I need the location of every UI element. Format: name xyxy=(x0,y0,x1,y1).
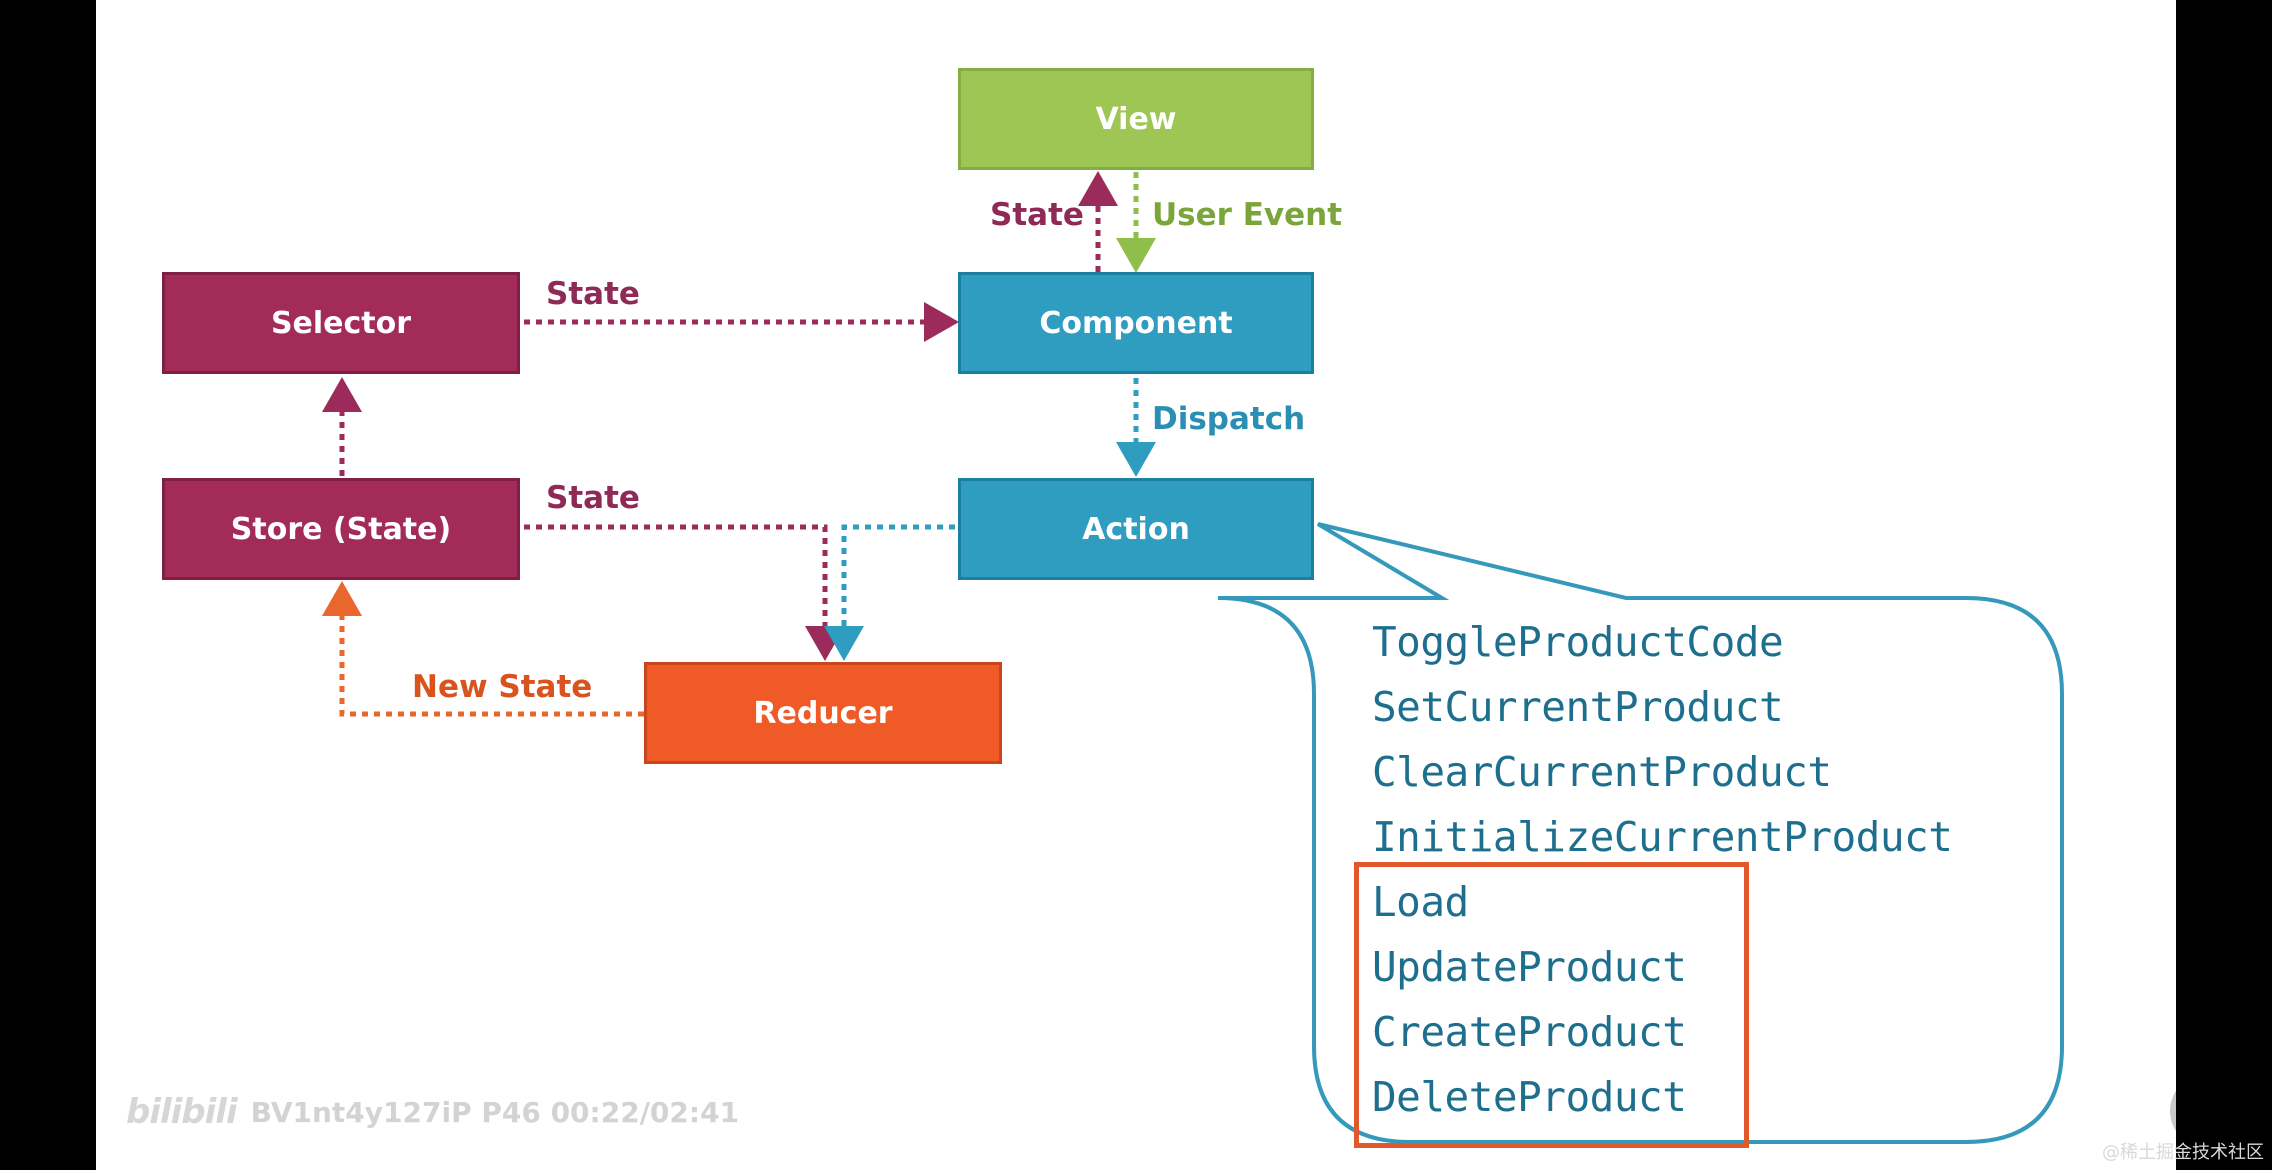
edge-label-new-state: New State xyxy=(412,669,593,705)
edge-label-dispatch: Dispatch xyxy=(1152,401,1306,437)
action-label: Action xyxy=(1082,511,1190,547)
action-item: InitializeCurrentProduct xyxy=(1372,813,1953,861)
edge-label-user-event: User Event xyxy=(1152,197,1343,233)
diagram-slide: View Component Selector Store (State) Ac… xyxy=(96,0,2176,1170)
play-button[interactable] xyxy=(2170,1074,2176,1148)
edge-label-state-to-view: State xyxy=(990,197,1084,233)
view-node: View xyxy=(958,68,1314,170)
actions-speech-bubble xyxy=(1217,522,2064,1144)
action-node: Action xyxy=(958,478,1314,580)
selector-label: Selector xyxy=(270,305,412,341)
action-item: ToggleProductCode xyxy=(1372,618,1784,666)
site-credit: @稀土掘金技术社区 xyxy=(2102,1142,2264,1163)
store-label: Store (State) xyxy=(230,511,452,547)
reducer-label: Reducer xyxy=(753,695,893,731)
component-node: Component xyxy=(958,272,1314,374)
action-item: ClearCurrentProduct xyxy=(1372,748,1832,796)
edge-store-to-reducer xyxy=(524,524,845,661)
edge-label-selector-state: State xyxy=(546,276,640,312)
video-watermark: bilibili BV1nt4y127iP P46 00:22/02:41 xyxy=(126,1092,739,1132)
highlight-box xyxy=(1354,862,1749,1148)
video-id-timestamp: BV1nt4y127iP P46 00:22/02:41 xyxy=(250,1095,740,1129)
edge-reducer-to-store xyxy=(322,581,644,717)
action-item: UpdateProduct xyxy=(1372,943,1687,991)
view-label: View xyxy=(1095,101,1177,137)
reducer-node: Reducer xyxy=(644,662,1002,764)
edge-action-to-reducer xyxy=(824,524,955,661)
action-item: SetCurrentProduct xyxy=(1372,683,1784,731)
selector-node: Selector xyxy=(162,272,520,374)
action-item: CreateProduct xyxy=(1372,1008,1687,1056)
store-node: Store (State) xyxy=(162,478,520,580)
diagram-edges xyxy=(322,171,2064,1144)
bilibili-logo: bilibili xyxy=(126,1092,238,1132)
component-label: Component xyxy=(1039,305,1233,341)
edge-label-store-state: State xyxy=(546,480,640,516)
action-item: DeleteProduct xyxy=(1372,1073,1687,1121)
action-item: Load xyxy=(1372,878,1469,926)
